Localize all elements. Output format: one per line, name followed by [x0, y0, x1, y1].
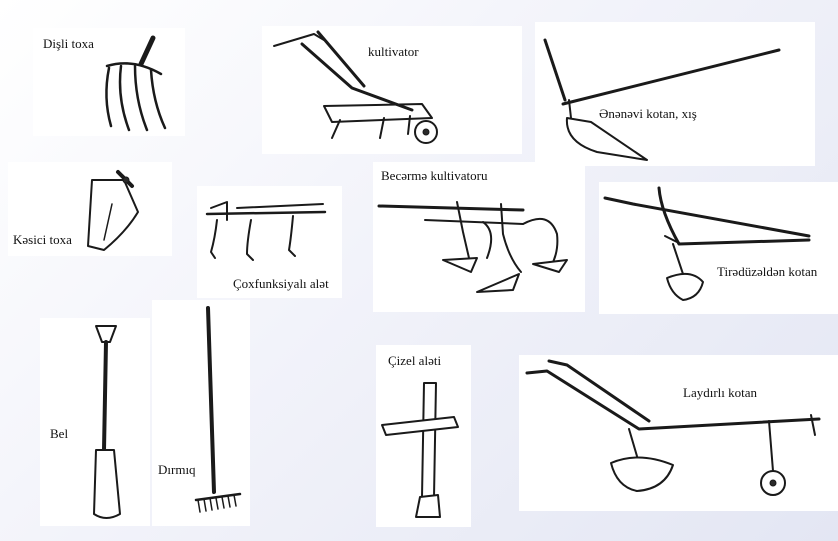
card-bel: Bel [40, 318, 150, 526]
label-coxfunksiyali: Çoxfunksiyalı alət [233, 276, 329, 292]
label-bel: Bel [50, 426, 68, 442]
rake-icon [152, 300, 250, 526]
label-becerme: Becərmə kultivatoru [381, 168, 488, 184]
card-tiraduzelden: Tirədüzəldən kotan [599, 182, 838, 314]
label-disli-toxa: Dişli toxa [43, 36, 94, 52]
label-kultivator: kultivator [368, 44, 419, 60]
label-cizel: Çizel aləti [388, 353, 441, 369]
label-kesici-toxa: Kəsici toxa [13, 232, 72, 248]
tillage-cultivator-icon [373, 162, 585, 312]
label-dirmiq: Dırmıq [158, 462, 196, 478]
card-kultivator: kultivator [262, 26, 522, 154]
chisel-icon [376, 345, 471, 527]
card-cizel: Çizel aləti [376, 345, 471, 527]
card-becerme: Becərmə kultivatoru [373, 162, 585, 312]
card-kesici-toxa: Kəsici toxa [8, 162, 172, 256]
card-laydirli: Laydırlı kotan [519, 355, 838, 511]
label-enenevi-kotan: Ənənəvi kotan, xış [599, 106, 697, 122]
label-tiraduzelden: Tirədüzəldən kotan [717, 264, 817, 280]
card-dirmiq: Dırmıq [152, 300, 250, 526]
label-laydirli: Laydırlı kotan [683, 385, 757, 401]
card-disli-toxa: Dişli toxa [33, 28, 185, 136]
card-enenevi-kotan: Ənənəvi kotan, xış [535, 22, 815, 166]
mouldboard-plough-icon [519, 355, 838, 511]
spade-icon [40, 318, 150, 526]
beam-plough-icon [599, 182, 838, 314]
ard-plough-icon [535, 22, 815, 166]
card-coxfunksiyali: Çoxfunksiyalı alət [197, 186, 342, 298]
